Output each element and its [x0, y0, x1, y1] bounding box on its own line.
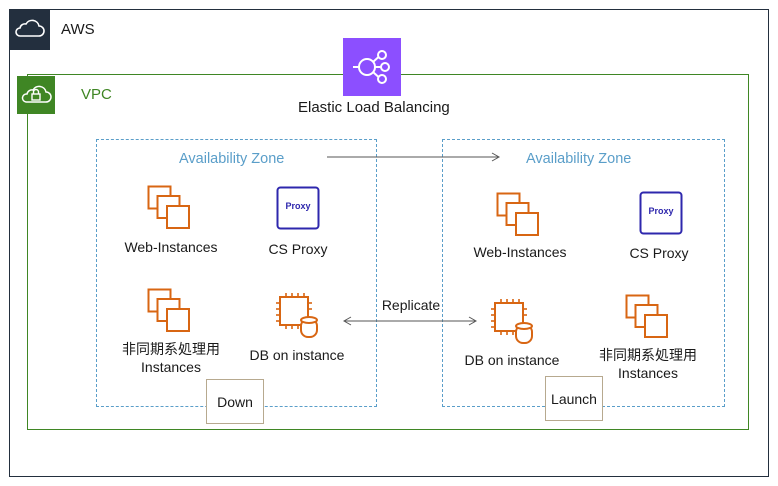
availability-zone-left-title: Availability Zone	[179, 151, 285, 167]
aws-cloud-group	[9, 9, 769, 477]
async-instances-label-line1: 非同期系処理用	[599, 347, 697, 363]
async-instances-label: 非同期系処理用 Instances	[108, 340, 234, 376]
ec2-instances-icon	[147, 288, 190, 332]
vpc-label: VPC	[81, 86, 112, 103]
db-on-instance-icon	[276, 293, 318, 338]
elb-label: Elastic Load Balancing	[298, 99, 450, 116]
aws-label: AWS	[61, 21, 95, 38]
web-instances-label: Web-Instances	[124, 239, 218, 255]
db-on-instance-label: DB on instance	[464, 352, 560, 368]
status-launch-box: Launch	[545, 376, 603, 421]
status-down-box: Down	[206, 379, 264, 424]
replicate-label: Replicate	[381, 297, 441, 313]
ec2-instances-icon	[147, 185, 190, 229]
ec2-instances-icon	[625, 294, 668, 338]
proxy-badge-text: Proxy	[648, 206, 674, 216]
proxy-icon: Proxy	[639, 191, 683, 235]
elastic-load-balancing-icon	[343, 38, 401, 96]
ec2-instances-icon	[496, 192, 539, 236]
vpc-lock-icon	[17, 76, 55, 114]
db-on-instance-icon	[491, 299, 533, 344]
async-instances-label: 非同期系処理用 Instances	[585, 346, 711, 382]
async-instances-label-line2: Instances	[618, 365, 678, 381]
replicate-arrow	[343, 316, 477, 326]
async-instances-label-line1: 非同期系処理用	[122, 341, 220, 357]
async-instances-label-line2: Instances	[141, 359, 201, 375]
cs-proxy-label: CS Proxy	[268, 241, 328, 257]
failover-arrow	[327, 152, 501, 162]
cs-proxy-label: CS Proxy	[629, 245, 689, 261]
availability-zone-right-title: Availability Zone	[526, 151, 632, 167]
proxy-icon: Proxy	[276, 186, 320, 230]
proxy-badge-text: Proxy	[285, 201, 311, 211]
db-on-instance-label: DB on instance	[249, 347, 345, 363]
aws-cloud-icon	[9, 9, 50, 50]
web-instances-label: Web-Instances	[473, 244, 567, 260]
